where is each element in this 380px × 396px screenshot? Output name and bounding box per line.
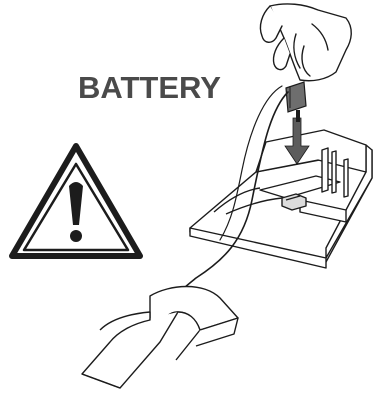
heading-battery: BATTERY	[78, 70, 221, 105]
battery-pack	[82, 287, 238, 389]
device-housing	[190, 130, 372, 268]
warning-triangle-icon	[12, 146, 140, 256]
battery-connector-plug	[286, 82, 306, 122]
hand-illustration	[260, 4, 351, 81]
